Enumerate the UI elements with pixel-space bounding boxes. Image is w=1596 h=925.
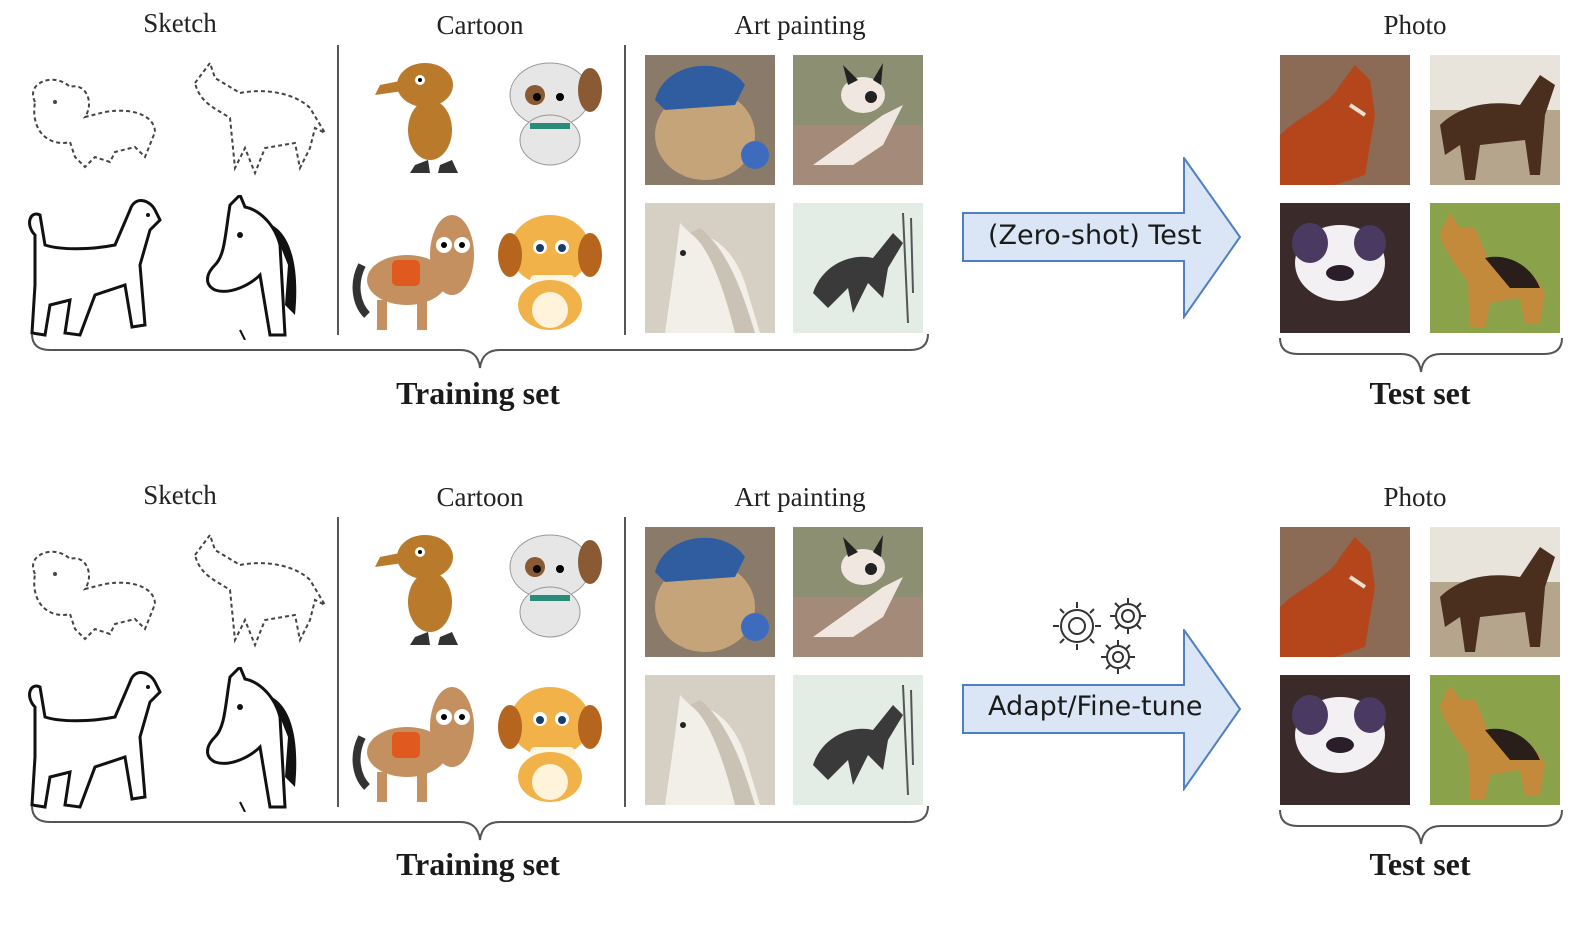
separator-sketch-cartoon bbox=[337, 45, 339, 335]
sketch-dog-solid bbox=[28, 199, 162, 337]
training-set-brace bbox=[31, 805, 929, 841]
training-set-label: Training set bbox=[396, 375, 560, 411]
art-white-horse bbox=[645, 675, 775, 805]
art-white-horse bbox=[645, 203, 775, 333]
fine-tune-arrow-label: Adapt/Fine-tune bbox=[988, 691, 1203, 722]
photo-german-shepherd bbox=[1430, 675, 1560, 805]
art-domain-label: Art painting bbox=[734, 482, 866, 512]
photo-horse-chestnut bbox=[1280, 55, 1410, 185]
art-ink-horse bbox=[793, 203, 923, 333]
cartoon-domain-label: Cartoon bbox=[436, 10, 524, 40]
cartoon-puppy-sitting bbox=[509, 534, 602, 638]
art-dog-blue-hat bbox=[645, 527, 775, 657]
sketch-domain-label: Sketch bbox=[143, 480, 217, 510]
photo-horse-chestnut bbox=[1280, 527, 1410, 657]
sketch-horse-solid bbox=[206, 667, 297, 812]
sketch-horse-dashed bbox=[193, 60, 328, 176]
sketch-dog-dashed bbox=[32, 550, 157, 641]
photo-horse-dark bbox=[1430, 527, 1560, 657]
art-dog-jumping bbox=[793, 55, 923, 185]
test-set-label: Test set bbox=[1369, 846, 1471, 882]
cartoon-horse-saddle bbox=[352, 687, 474, 802]
test-set-brace bbox=[1279, 337, 1563, 373]
test-set-brace bbox=[1279, 809, 1563, 845]
fine-tune-arrow bbox=[962, 629, 1242, 791]
sketch-dog-solid bbox=[28, 671, 162, 809]
photo-horse-dark bbox=[1430, 55, 1560, 185]
fine-tune-panel: Sketch Cartoon Art painting Photo bbox=[0, 472, 1596, 925]
cartoon-horse-saddle bbox=[352, 215, 474, 330]
zero-shot-panel: Sketch Cartoon Art painting Photo bbox=[0, 0, 1596, 453]
separator-sketch-cartoon bbox=[337, 517, 339, 807]
cartoon-horse-standing bbox=[375, 535, 458, 645]
training-set-brace bbox=[31, 333, 929, 369]
cartoon-domain-label: Cartoon bbox=[436, 482, 524, 512]
art-ink-horse bbox=[793, 675, 923, 805]
zero-shot-arrow-label: (Zero-shot) Test bbox=[988, 220, 1202, 251]
photo-domain-label: Photo bbox=[1383, 10, 1447, 40]
photo-bulldog bbox=[1280, 203, 1410, 333]
sketch-horse-dashed bbox=[193, 532, 328, 648]
photo-bulldog bbox=[1280, 675, 1410, 805]
zero-shot-arrow bbox=[962, 157, 1242, 319]
cartoon-puppy-bone bbox=[498, 215, 602, 330]
sketch-dog-dashed bbox=[32, 78, 157, 169]
art-dog-jumping bbox=[793, 527, 923, 657]
photo-german-shepherd bbox=[1430, 203, 1560, 333]
separator-cartoon-art bbox=[624, 45, 626, 335]
training-set-label: Training set bbox=[396, 846, 560, 882]
separator-cartoon-art bbox=[624, 517, 626, 807]
gears-icon bbox=[1053, 598, 1146, 674]
cartoon-puppy-bone bbox=[498, 687, 602, 802]
art-dog-blue-hat bbox=[645, 55, 775, 185]
art-domain-label: Art painting bbox=[734, 10, 866, 40]
photo-domain-label: Photo bbox=[1383, 482, 1447, 512]
test-set-label: Test set bbox=[1369, 375, 1471, 411]
cartoon-horse-standing bbox=[375, 63, 458, 173]
cartoon-puppy-sitting bbox=[509, 62, 602, 166]
sketch-horse-solid bbox=[206, 195, 297, 340]
sketch-domain-label: Sketch bbox=[143, 8, 217, 38]
